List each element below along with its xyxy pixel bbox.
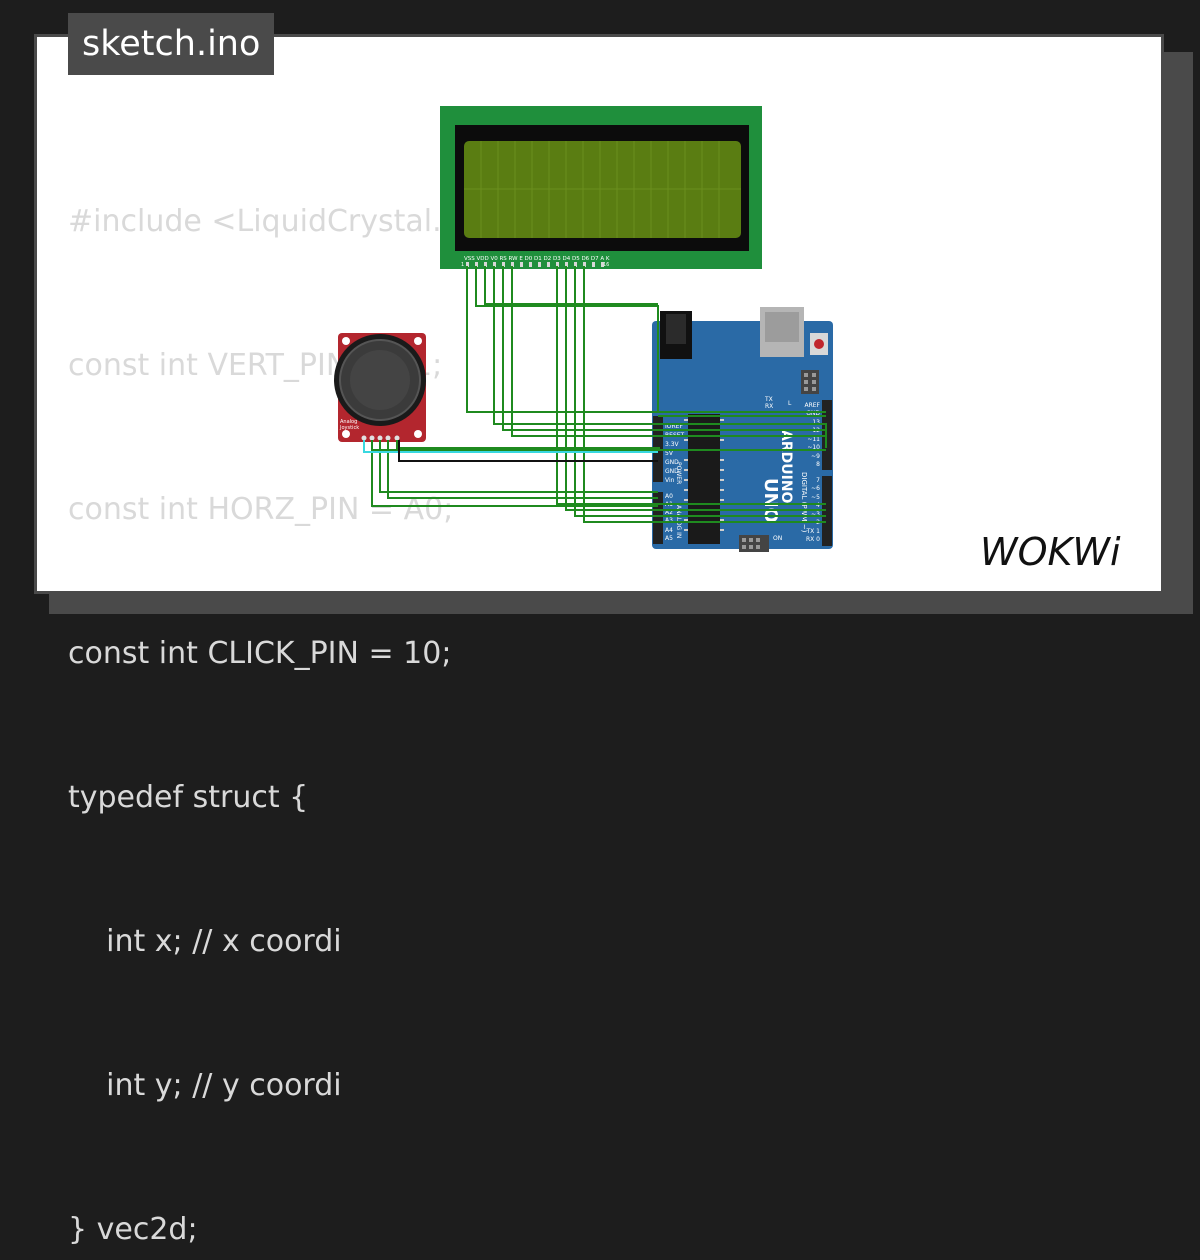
pin-label: RX 0 <box>806 536 820 543</box>
pin-label: 13 <box>812 419 820 426</box>
code-line: int y; // y coordi <box>68 1068 342 1103</box>
pin-label: ~11 <box>807 436 820 443</box>
wokwi-logo[interactable]: WOKWi <box>978 525 1148 575</box>
pin-label: A4 <box>665 527 673 534</box>
pin-label: ~9 <box>811 453 820 460</box>
pin-label: ~3 <box>811 511 820 518</box>
l-label: L <box>788 400 792 407</box>
pin-label: 4 <box>816 502 820 509</box>
pin-label: 3.3V <box>665 441 680 448</box>
pin-label: GND <box>665 468 679 475</box>
pin-label: ~10 <box>807 444 820 451</box>
pin-label: IOREF <box>665 423 683 430</box>
joystick-label-top: Analog <box>340 419 357 425</box>
arduino-model-label: UNO <box>760 478 781 523</box>
rx-label: RX <box>765 403 773 410</box>
lcd-pin-first: 1 <box>461 262 464 268</box>
pin-label: A5 <box>665 535 673 542</box>
power-label: POWER <box>675 462 682 484</box>
pin-label: AREF <box>804 402 820 409</box>
pin-label: ~6 <box>811 485 820 492</box>
filename-tab[interactable]: sketch.ino <box>68 13 275 75</box>
pin-label: 8 <box>816 461 820 468</box>
lcd-pin-last: 16 <box>603 262 609 268</box>
wokwi-logo-text: WOKWi <box>980 530 1121 574</box>
lcd-pin-labels: VSS VDD V0 RS RW E D0 D1 D2 D3 D4 D5 D6 … <box>464 256 610 262</box>
analog-joystick[interactable]: Analog Joystick <box>334 333 426 442</box>
pin-label: A3 <box>665 517 673 524</box>
lcd-module[interactable]: VSS VDD V0 RS RW E D0 D1 D2 D3 D4 D5 D6 … <box>440 106 762 269</box>
code-line: } vec2d; <box>68 1212 198 1247</box>
tx-label: TX <box>764 396 773 403</box>
pin-label: A0 <box>665 493 673 500</box>
pin-label: A2 <box>665 509 673 516</box>
joystick-label-bottom: Joystick <box>339 425 359 431</box>
pin-label: GND <box>806 410 820 417</box>
digital-label: DIGITAL (PWM ~) <box>800 472 808 533</box>
code-line: typedef struct { <box>68 780 309 815</box>
arduino-brand-label: ARDUINO <box>778 430 794 504</box>
pin-label: Vin <box>665 477 675 484</box>
pin-label: 7 <box>816 477 820 484</box>
pin-label: TX 1 <box>806 528 821 535</box>
wires <box>363 266 827 523</box>
digital-header-bottom <box>822 476 832 546</box>
pin-label: ~5 <box>811 494 820 501</box>
circuit-diagram: VSS VDD V0 RS RW E D0 D1 D2 D3 D4 D5 D6 … <box>334 106 833 552</box>
code-line: #include <LiquidCrystal.h <box>68 204 461 239</box>
code-line: int x; // x coordi <box>68 924 342 959</box>
pin-label: GND <box>665 459 679 466</box>
code-line: const int CLICK_PIN = 10; <box>68 636 452 671</box>
on-label: ON <box>773 535 782 542</box>
atmega-chip <box>688 414 720 544</box>
pin-label: 5V <box>665 450 674 457</box>
code-line: const int HORZ_PIN = A0; <box>68 492 454 527</box>
joystick-knob[interactable] <box>350 350 410 410</box>
analog-header <box>653 492 663 544</box>
